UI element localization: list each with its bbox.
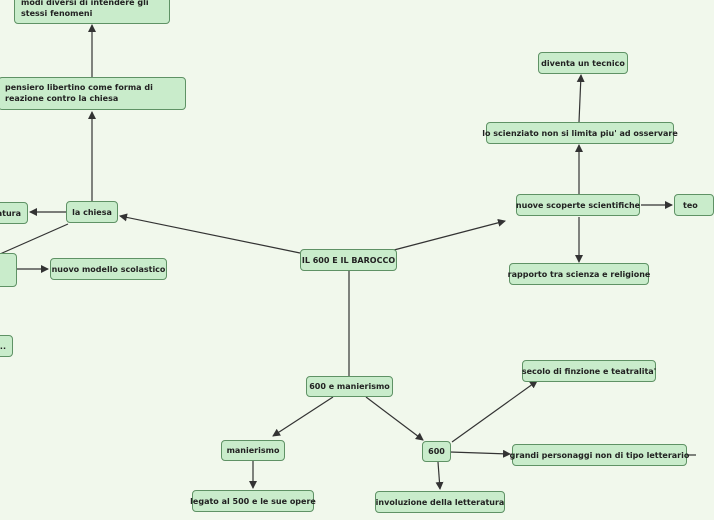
link-root-chiesa — [119, 213, 301, 254]
link-m600-600 — [365, 396, 424, 441]
link-600-finzione — [451, 380, 538, 443]
node-scolastico[interactable]: nuovo modello scolastico — [50, 258, 167, 280]
node-chiesa[interactable]: la chiesa — [66, 201, 118, 223]
node-personaggi[interactable]: grandi personaggi non di tipo letterario — [510, 444, 689, 466]
node-600[interactable]: 600 — [422, 441, 451, 462]
node-rapporto[interactable]: rapporto tra scienza e religione — [508, 263, 650, 285]
node-pensiero[interactable]: pensiero libertino come forma di reazion… — [0, 77, 186, 110]
link-600-involuzione — [435, 461, 444, 490]
node-manierismo600[interactable]: 600 e manierismo — [306, 376, 393, 397]
node-dots[interactable]: .. — [0, 335, 13, 357]
node-left-box[interactable] — [0, 253, 17, 287]
node-scoperte[interactable]: nuove scoperte scientifiche — [516, 194, 640, 216]
connector-lines — [0, 24, 696, 490]
node-atura[interactable]: atura — [0, 202, 28, 224]
node-tecnico[interactable]: diventa un tecnico — [538, 52, 628, 74]
link-600-personaggi — [449, 449, 511, 458]
node-teo[interactable]: teo — [674, 194, 714, 216]
link-root-scoperte — [393, 218, 506, 251]
node-legato[interactable]: legato al 500 e le sue opere — [190, 490, 316, 512]
node-root[interactable]: IL 600 E IL BAROCCO — [300, 249, 397, 271]
link-scienziato-tecnico — [576, 74, 585, 123]
node-scienziato[interactable]: lo scienziato non si limita piu' ad osse… — [482, 122, 678, 144]
node-finzione[interactable]: secolo di finzione e teatralita' — [522, 360, 656, 382]
node-involuzione[interactable]: involuzione della letteratura — [375, 491, 505, 513]
node-manierismo[interactable]: manierismo — [221, 440, 285, 461]
link-m600-manierismo — [272, 396, 334, 437]
link-chiesa-left — [0, 223, 69, 255]
node-modi[interactable]: modi diversi di intendere gli stessi fen… — [14, 0, 170, 24]
